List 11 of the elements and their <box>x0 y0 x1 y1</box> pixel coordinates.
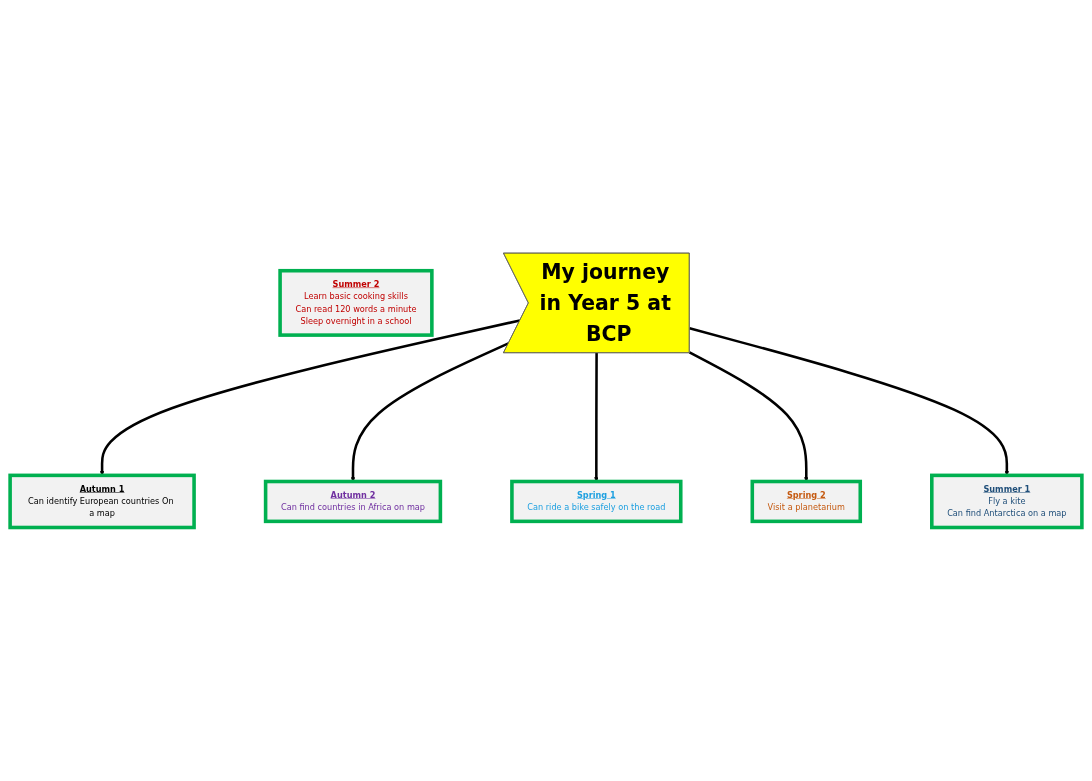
node-box: Spring 2 Visit a planetarium <box>750 479 863 524</box>
node-box: Summer 1 Fly a kite Can find Antarctica on a map <box>930 473 1084 530</box>
arrow <box>350 342 509 482</box>
arrow <box>689 327 1010 476</box>
arrow <box>99 319 521 476</box>
arrow <box>688 351 809 482</box>
node-box: Autumn 1 Can identify European countries On a map <box>8 473 196 530</box>
node-box: Autumn 2 Can find countries in Africa on map <box>263 479 443 524</box>
node-box: Summer 2 Learn basic cooking skills Can read 120 words a minute Sleep overnight in a school <box>278 269 434 338</box>
node-box: Spring 1 Can ride a bike safely on the road <box>510 479 683 524</box>
arrow <box>594 353 599 482</box>
